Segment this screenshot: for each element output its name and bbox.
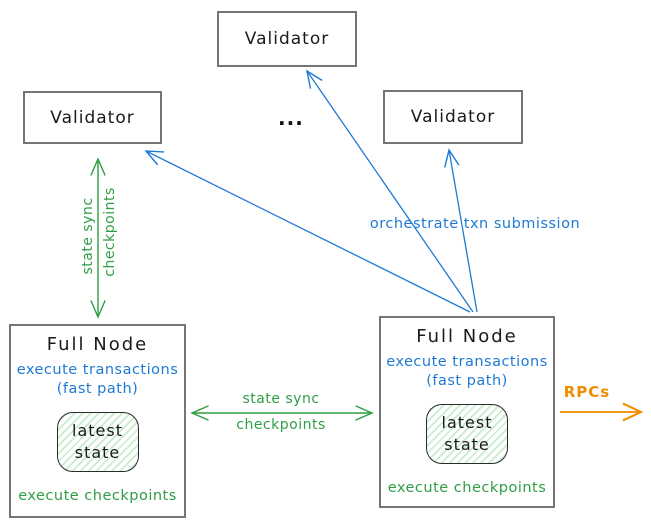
vertical-arrow-label-state-sync: state sync <box>80 197 96 275</box>
full-node-left-execute-transactions: execute transactions (fast path) <box>11 361 184 399</box>
validator-box-right: Validator <box>383 90 523 144</box>
validator-left-label: Validator <box>50 107 135 128</box>
full-node-right-execute-checkpoints: execute checkpoints <box>387 480 547 496</box>
full-node-left-execute-checkpoints: execute checkpoints <box>18 488 177 504</box>
latest-state-line2: state <box>444 435 490 454</box>
latest-state-box-left: latest state <box>56 412 139 472</box>
validator-box-left: Validator <box>23 91 162 144</box>
latest-state-line1: latest <box>72 421 123 441</box>
horizontal-arrow-label-checkpoints: checkpoints <box>236 417 326 433</box>
vertical-arrow-label-checkpoints: checkpoints <box>102 187 118 277</box>
full-node-box-right: Full Node execute transactions (fast pat… <box>379 316 555 508</box>
latest-state-box-right: latest state <box>426 404 508 464</box>
fast-path-line: (fast path) <box>56 381 139 397</box>
validators-ellipsis: ... <box>278 106 304 130</box>
full-node-right-execute-transactions: execute transactions (fast path) <box>381 353 553 391</box>
validator-top-label: Validator <box>244 29 330 49</box>
execute-transactions-line: execute transactions <box>386 354 548 370</box>
full-node-right-title: Full Node <box>416 326 518 347</box>
rpcs-label: RPCs <box>563 383 611 401</box>
fast-path-line: (fast path) <box>426 373 508 389</box>
execute-transactions-line: execute transactions <box>16 362 179 378</box>
full-node-left-title: Full Node <box>46 334 149 355</box>
orchestrate-txn-submission-label: orchestrate txn submission <box>369 216 581 232</box>
validator-box-top: Validator <box>217 11 357 67</box>
latest-state-line1: latest <box>441 413 493 433</box>
validator-right-label: Validator <box>410 107 496 127</box>
full-node-box-left: Full Node execute transactions (fast pat… <box>9 324 186 518</box>
latest-state-line2: state <box>74 443 121 462</box>
horizontal-arrow-label-state-sync: state sync <box>242 391 320 407</box>
